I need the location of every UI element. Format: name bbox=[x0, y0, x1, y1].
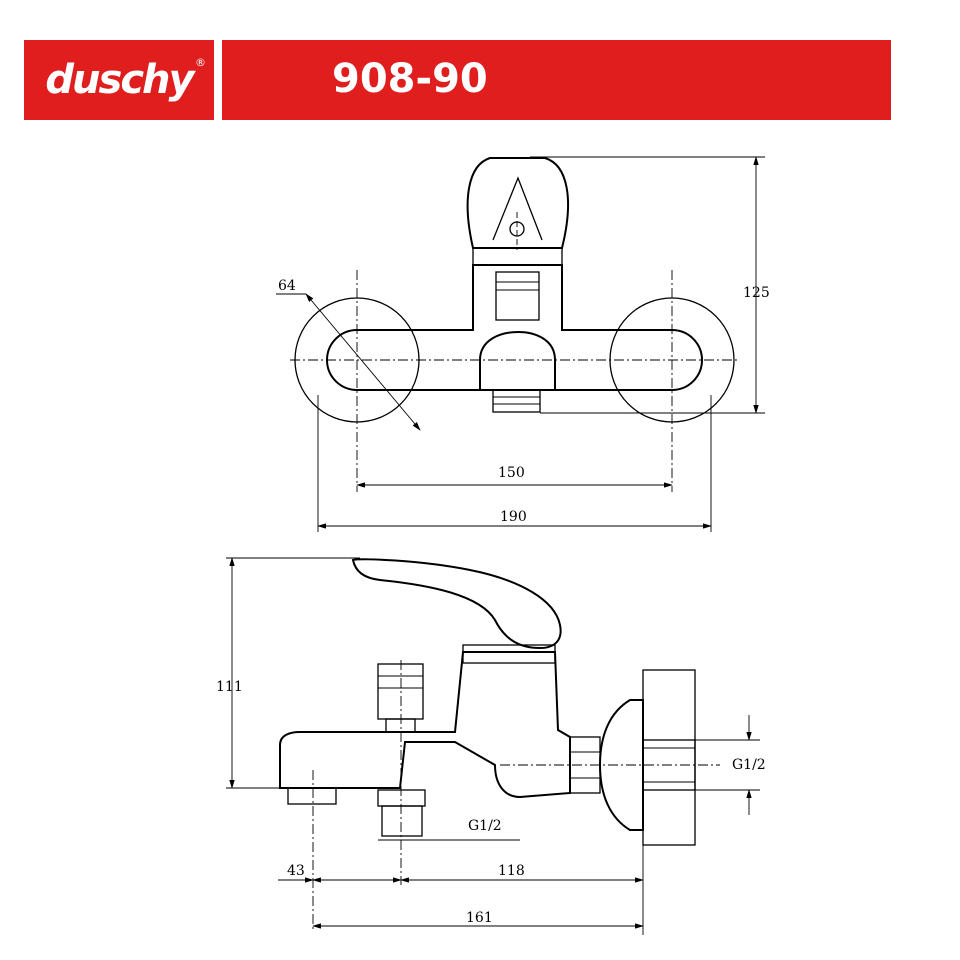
dim-thread-bottom: G1/2 bbox=[468, 818, 502, 834]
dim-thread-side: G1/2 bbox=[732, 757, 766, 773]
diverter-knob bbox=[495, 271, 540, 321]
brand-logo-panel: duschy ® bbox=[24, 40, 214, 120]
shower-connector bbox=[381, 805, 423, 837]
handle-collar bbox=[472, 247, 563, 266]
dim-width: 190 bbox=[500, 509, 527, 525]
dim-outlet-to-wall: 118 bbox=[498, 863, 525, 879]
mixer-body bbox=[326, 264, 703, 391]
side-diverter bbox=[377, 663, 424, 720]
side-view: 111 G1/2 G1/2 43 118 161 bbox=[216, 557, 766, 935]
spout bbox=[479, 330, 556, 391]
dim-centers: 150 bbox=[498, 465, 525, 481]
dim-diameter: 64 bbox=[278, 278, 296, 294]
dim-height-side: 111 bbox=[216, 679, 243, 695]
brand-logo: duschy bbox=[45, 57, 194, 103]
dim-total-depth: 161 bbox=[466, 910, 493, 926]
lever-handle bbox=[466, 157, 569, 249]
model-panel: 908-90 bbox=[222, 40, 891, 120]
shower-outlet bbox=[377, 789, 426, 807]
registered-mark: ® bbox=[195, 56, 206, 69]
spout-outlet bbox=[492, 389, 541, 413]
dim-height-front: 125 bbox=[743, 285, 770, 301]
side-spout-outlet bbox=[287, 787, 337, 805]
dim-spout-offset: 43 bbox=[287, 863, 305, 879]
front-view: 64 125 150 190 bbox=[276, 156, 770, 532]
wall-section bbox=[642, 669, 696, 846]
side-lever-collar bbox=[462, 644, 556, 664]
model-number: 908-90 bbox=[332, 56, 488, 102]
side-body bbox=[279, 651, 571, 799]
handle-ridge bbox=[492, 176, 543, 241]
side-lever bbox=[351, 558, 562, 650]
